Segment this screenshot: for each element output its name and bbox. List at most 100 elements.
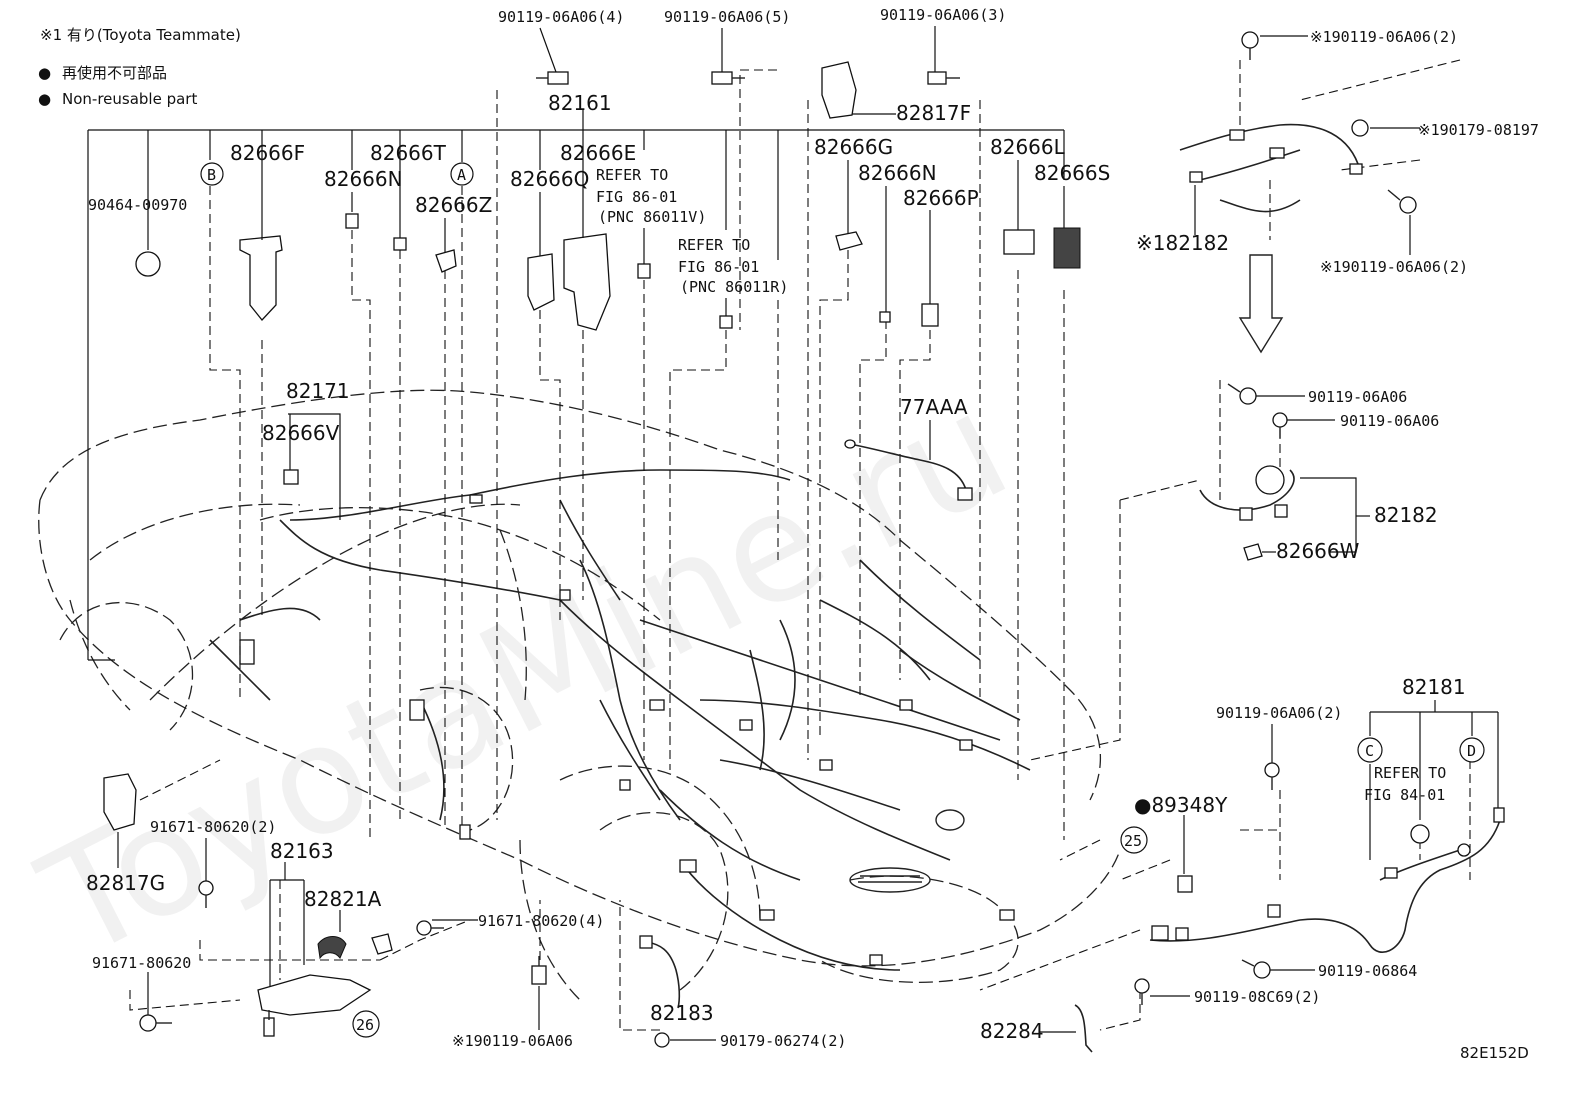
label-r-90119-06a06-b: 90119-06A06 xyxy=(1340,412,1439,430)
callout-d-label: D xyxy=(1467,742,1476,760)
label-tr-82182: ※182182 xyxy=(1136,231,1229,255)
clip-icon xyxy=(921,303,939,327)
callout-25-label: 25 xyxy=(1124,832,1142,850)
callout-c-label: C xyxy=(1365,742,1374,760)
label-82183: 82183 xyxy=(650,1001,714,1025)
grommet-icon xyxy=(1410,824,1430,844)
top-parts xyxy=(135,61,1081,501)
clip-icon xyxy=(435,249,457,273)
label-77aaa: 77AAA xyxy=(900,395,968,419)
bottom-left-parts xyxy=(103,773,716,1048)
bolt-icon xyxy=(531,956,547,985)
label-82666n-right: 82666N xyxy=(858,161,937,185)
bolt-icon xyxy=(1134,978,1150,1005)
label-90179-06274-2: 90179-06274(2) xyxy=(720,1032,846,1050)
bolt-icon xyxy=(536,71,569,85)
82666f-holder-icon xyxy=(239,235,283,321)
82666s-block-icon xyxy=(1053,227,1081,269)
label-82171: 82171 xyxy=(286,379,350,403)
label-tr-90119-06a06-2a: ※190119-06A06(2) xyxy=(1310,28,1458,46)
label-90464-00970: 90464-00970 xyxy=(88,196,187,214)
nut-icon xyxy=(654,1032,670,1048)
82817g-bracket-icon xyxy=(103,773,137,831)
legend-note-teammate: ※1 有り(Toyota Teammate) xyxy=(40,26,241,44)
callout-a-label: A xyxy=(457,166,466,184)
82817f-bracket-icon xyxy=(821,61,857,119)
label-90119-06a06-3: 90119-06A06(3) xyxy=(880,6,1006,24)
label-82666n-left: 82666N xyxy=(324,167,403,191)
leader-bus-82161 xyxy=(87,110,1065,661)
nut-icon xyxy=(1351,119,1369,137)
callout-c xyxy=(1357,737,1383,763)
bolt-icon xyxy=(1227,383,1257,405)
legend: ※1 有り(Toyota Teammate) ● 再使用不可部品 ● Non-r… xyxy=(38,26,241,108)
clip-icon xyxy=(835,231,863,251)
grommet-icon xyxy=(135,251,161,277)
bottom-right-assembly xyxy=(1040,700,1505,1053)
label-r-82666w: 82666W xyxy=(1276,539,1360,563)
top-right-assembly xyxy=(1179,31,1420,354)
ref-86011r-line3: (PNC 86011R) xyxy=(680,278,788,296)
label-r-82182: 82182 xyxy=(1374,503,1438,527)
bolt-icon xyxy=(1387,189,1417,214)
clip-icon xyxy=(393,237,407,251)
bolt-icon xyxy=(416,920,444,936)
bolt-icon xyxy=(927,71,960,85)
89348y-clip-icon xyxy=(1177,875,1193,893)
label-82666v: 82666V xyxy=(262,421,340,445)
main-harness-wiring xyxy=(209,469,1031,971)
label-91671-80620-4: 91671-80620(4) xyxy=(478,912,604,930)
label-82666z: 82666Z xyxy=(415,193,492,217)
ref-86011v-line1: REFER TO xyxy=(596,166,668,184)
legend-nonreusable-jp: 再使用不可部品 xyxy=(62,64,167,82)
label-82666t: 82666T xyxy=(370,141,447,165)
label-82817f: 82817F xyxy=(896,101,971,125)
label-82666e: 82666E xyxy=(560,141,636,165)
77aaa-cable-icon xyxy=(849,443,967,491)
part-labels: 90119-06A06(4) 90119-06A06(5) 90119-06A0… xyxy=(86,6,1539,1050)
emblem-shape xyxy=(935,809,965,831)
clip-icon xyxy=(879,311,891,323)
label-91671-80620-2: 91671-80620(2) xyxy=(150,818,276,836)
label-82666g: 82666G xyxy=(814,135,893,159)
right-mid-assembly xyxy=(1199,383,1370,561)
bolt-icon xyxy=(1241,959,1271,979)
ref-86011r-line1: REFER TO xyxy=(678,236,750,254)
82183-cable-icon xyxy=(645,941,681,1009)
watermark: ToyotaMine.ru xyxy=(16,359,1033,992)
ref-86011v-line3: (PNC 86011V) xyxy=(598,208,706,226)
legend-bullet-1: ● xyxy=(38,64,51,82)
dashed-drop-lines xyxy=(129,59,1471,1031)
clip-icon xyxy=(283,469,299,485)
label-89348y: ●89348Y xyxy=(1134,793,1228,817)
ref-84-01-line2: FIG 84-01 xyxy=(1364,786,1445,804)
label-82181: 82181 xyxy=(1402,675,1466,699)
label-82666p: 82666P xyxy=(903,186,979,210)
label-82817g: 82817G xyxy=(86,871,165,895)
label-90119-06864: 90119-06864 xyxy=(1318,962,1417,980)
callout-b-label: B xyxy=(207,166,216,184)
callout-d xyxy=(1459,737,1485,763)
vehicle-body-outline xyxy=(38,389,1121,1001)
82666l-block-icon xyxy=(1003,229,1035,255)
grille-shape xyxy=(849,867,931,893)
82163-bracket-icon xyxy=(257,974,372,1016)
label-90119-06a06-4: 90119-06A06(4) xyxy=(498,8,624,26)
label-82666f: 82666F xyxy=(230,141,305,165)
label-tr-90119-06a06-2b: ※190119-06A06(2) xyxy=(1320,258,1468,276)
82666e-holder-icon xyxy=(563,233,611,331)
bolt-icon xyxy=(1241,31,1259,60)
label-tr-90179-08197: ※190179-08197 xyxy=(1418,121,1539,139)
callout-b xyxy=(200,162,224,186)
ref-84-01-line1: REFER TO xyxy=(1374,764,1446,782)
clip-icon xyxy=(345,213,359,229)
clip-icon xyxy=(637,263,651,279)
label-82666l: 82666L xyxy=(990,135,1066,159)
label-82666s: 82666S xyxy=(1034,161,1110,185)
label-82163: 82163 xyxy=(270,839,334,863)
clip-icon xyxy=(719,315,733,329)
bolt-icon xyxy=(711,71,745,85)
bolt-icon xyxy=(1264,762,1280,790)
label-90119-06a06-2c: 90119-06A06(2) xyxy=(1216,704,1342,722)
diagram-code: 82E152D xyxy=(1460,1044,1529,1062)
